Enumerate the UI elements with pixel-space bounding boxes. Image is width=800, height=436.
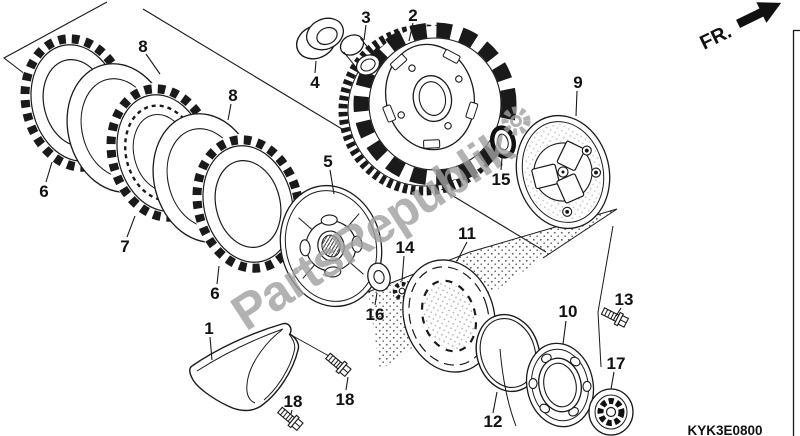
- part-15-oring: [489, 125, 517, 159]
- callout-9: 9: [573, 73, 582, 92]
- callouts: 1 2 3 4 5 6 6 7 8 8 9 10 11 12 13 14 15 …: [39, 6, 633, 431]
- callout-6-a: 6: [39, 182, 48, 201]
- gear-watermark-icon: [501, 106, 531, 136]
- part-17-ball-bearing: [588, 388, 634, 436]
- callout-10: 10: [559, 302, 578, 321]
- callout-leader-lines: [45, 22, 622, 415]
- callout-18-b: 18: [336, 390, 355, 409]
- callout-14: 14: [396, 238, 415, 257]
- callout-6-b: 6: [210, 284, 219, 303]
- part-11-oneway-clutch-plate: [402, 259, 496, 373]
- part-6-friction-disc-b: [191, 133, 305, 275]
- part-9-clutch-weight-plate: [515, 114, 611, 230]
- part-16-washer: [367, 262, 391, 292]
- part-12-ring: [475, 313, 541, 393]
- part-3-collar: [339, 34, 381, 76]
- callout-3: 3: [361, 8, 370, 27]
- part-10-drive-flange: [499, 342, 595, 428]
- callout-7: 7: [120, 237, 129, 256]
- callout-17: 17: [607, 354, 626, 373]
- callout-13: 13: [615, 290, 634, 309]
- callout-2: 2: [408, 6, 417, 25]
- fr-arrow-icon: [736, 2, 782, 28]
- callout-15: 15: [492, 170, 511, 189]
- part-2-clutch-outer-drum: [338, 22, 517, 196]
- callout-16: 16: [366, 305, 385, 324]
- callout-4: 4: [310, 73, 320, 92]
- diagram-part-code: KYK3E0800: [687, 423, 762, 436]
- part-1-oil-guide-tray: [189, 322, 300, 412]
- callout-11: 11: [458, 224, 476, 243]
- callout-8-a: 8: [138, 37, 147, 56]
- callout-8-b: 8: [228, 86, 237, 105]
- callout-1: 1: [204, 319, 213, 338]
- part-4-bearing-ring: [295, 17, 344, 60]
- fr-direction-marker: FR.: [697, 2, 782, 55]
- callout-5: 5: [323, 152, 332, 171]
- callout-18-a: 18: [284, 392, 303, 411]
- part-5-pressure-disc: [279, 184, 383, 308]
- fr-label: FR.: [697, 21, 736, 55]
- frame-border: [792, 29, 800, 436]
- callout-12: 12: [484, 412, 503, 431]
